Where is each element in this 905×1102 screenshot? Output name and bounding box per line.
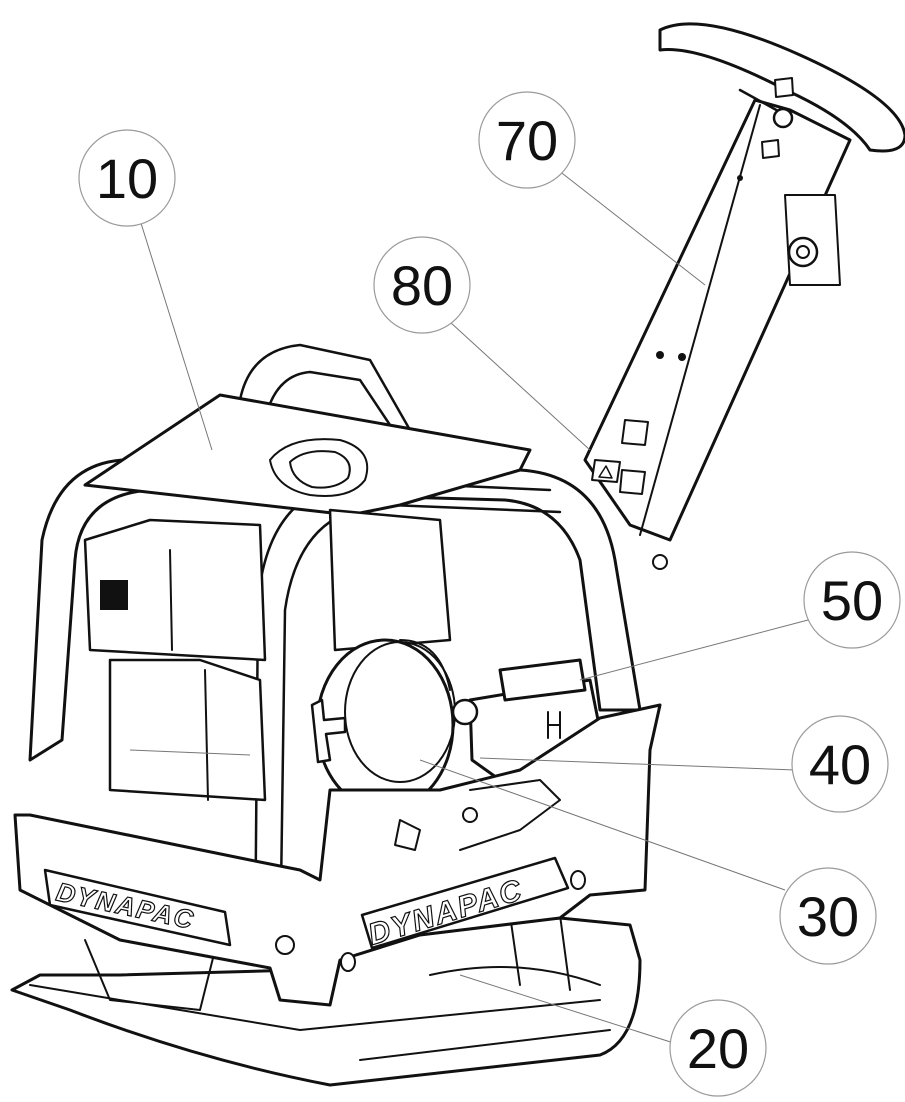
callout-80-label: 80: [391, 254, 453, 317]
callout-10: 10: [78, 129, 176, 227]
lifting-eyes: [340, 870, 586, 972]
callout-10-label: 10: [96, 147, 158, 210]
callout-80: 80: [373, 236, 471, 334]
engine: [83, 508, 452, 802]
guide-handle: [583, 22, 905, 570]
callout-40-label: 40: [809, 733, 871, 796]
callout-40: 40: [791, 715, 889, 813]
callout-50-label: 50: [821, 569, 883, 632]
callout-30-label: 30: [797, 885, 859, 948]
callout-20: 20: [669, 999, 767, 1097]
recoil-starter: [310, 638, 456, 812]
callout-50: 50: [803, 551, 901, 649]
callout-30: 30: [779, 867, 877, 965]
callout-70-label: 70: [496, 109, 558, 172]
leader-lines: [129, 169, 809, 1046]
callout-70: 70: [478, 91, 576, 189]
callout-20-label: 20: [687, 1017, 749, 1080]
vent-grille: [100, 580, 128, 610]
